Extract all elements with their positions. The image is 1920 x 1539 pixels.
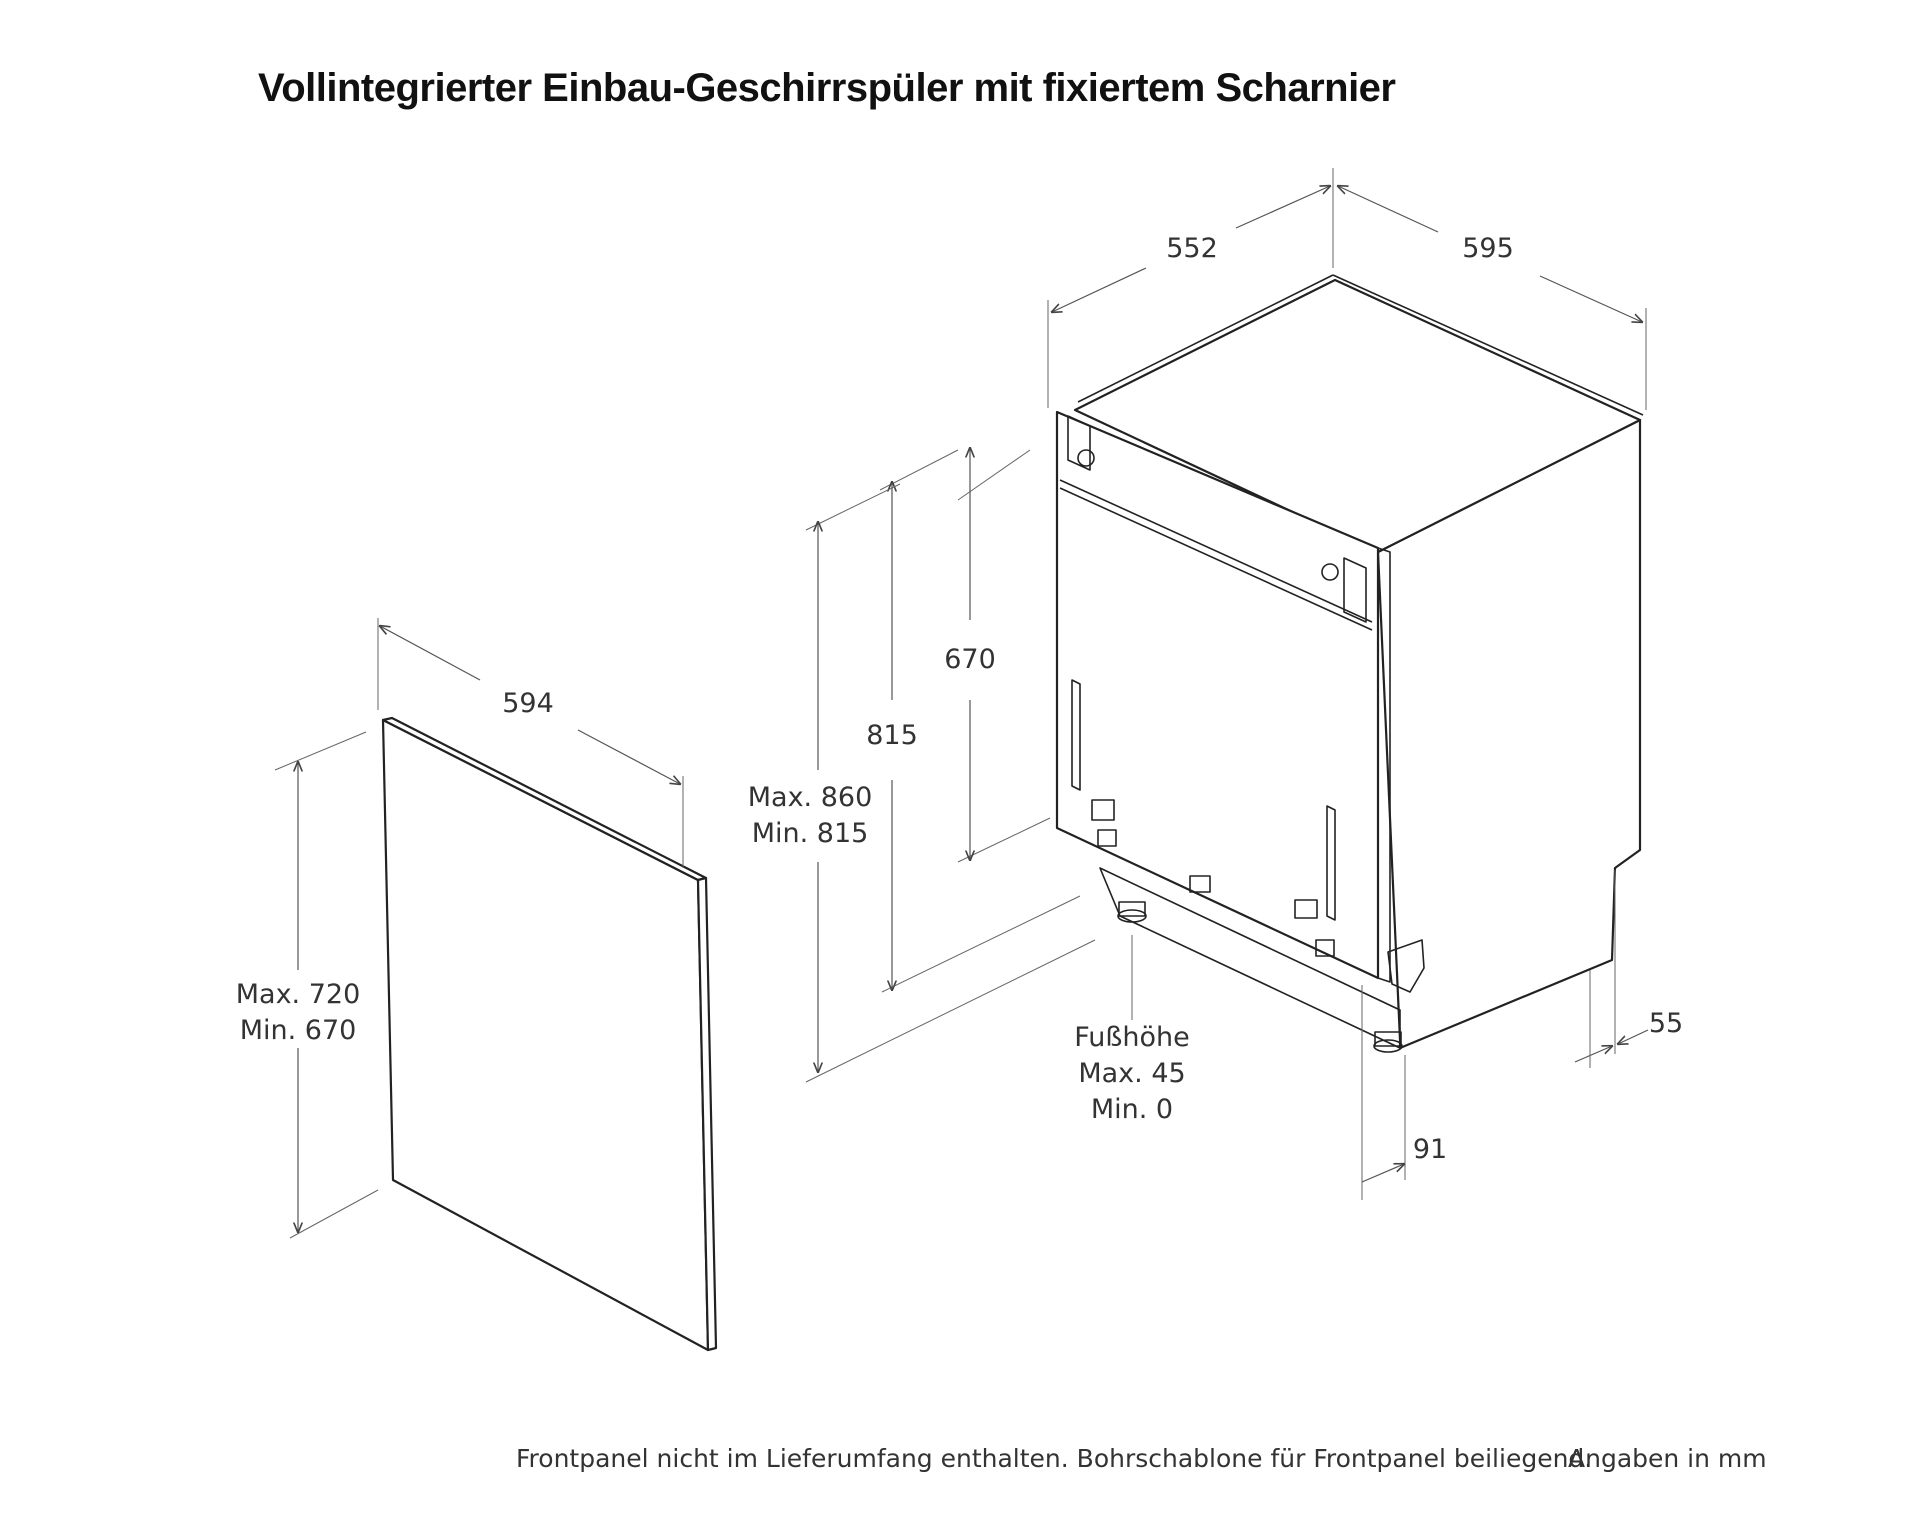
plinth-depth-dimension: [1361, 985, 1405, 1200]
depth-dimension: [1047, 168, 1334, 408]
plinth-height-label: 55: [1649, 1008, 1683, 1039]
niche-min-label: Min. 815: [752, 818, 869, 849]
panel-width-dimension: [378, 618, 684, 868]
foot-max-label: Max. 45: [1078, 1058, 1185, 1089]
height-670-dimension: [957, 448, 1051, 863]
footer-units: Angaben in mm: [1568, 1444, 1767, 1473]
panel-max-label: Max. 720: [236, 979, 361, 1010]
height-815-dimension: [879, 449, 1081, 993]
panel-height-dimension: [274, 731, 379, 1239]
height-815-label: 815: [866, 720, 918, 751]
height-670-label: 670: [944, 644, 996, 675]
depth-label: 552: [1166, 233, 1218, 264]
width-dimension: [1338, 186, 1647, 410]
front-panel-drawing: [381, 716, 718, 1352]
plinth-height-dimension: [1574, 870, 1649, 1068]
niche-max-label: Max. 860: [748, 782, 873, 813]
niche-height-dimension: [805, 483, 1096, 1083]
foot-min-label: Min. 0: [1091, 1094, 1173, 1125]
panel-width-label: 594: [502, 688, 554, 719]
foot-height-title: Fußhöhe: [1074, 1022, 1190, 1053]
footer-note: Frontpanel nicht im Lieferumfang enthalt…: [516, 1444, 1593, 1473]
dishwasher-drawing: [1055, 274, 1644, 1053]
plinth-depth-label: 91: [1413, 1134, 1447, 1165]
width-label: 595: [1462, 233, 1514, 264]
page-title: Vollintegrierter Einbau-Geschirrspüler m…: [258, 66, 1396, 110]
panel-min-label: Min. 670: [240, 1015, 357, 1046]
